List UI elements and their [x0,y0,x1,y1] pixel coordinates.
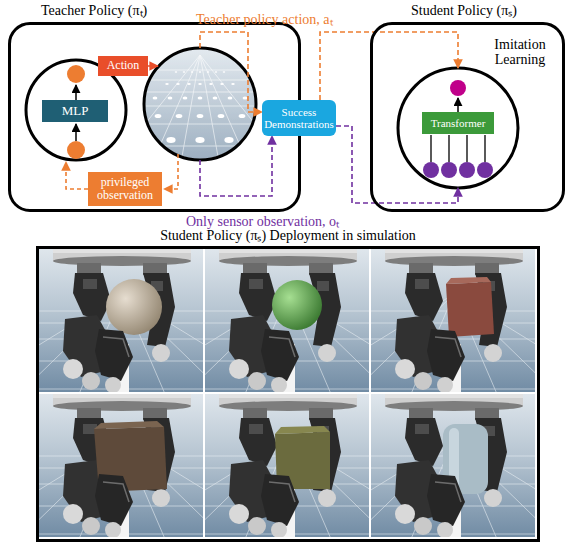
student-policy-box: Student Policy (πₛ)Imitation LearningTra… [370,22,565,212]
teacher-policy-box: Teacher Policy (πₜ)MLPActionprivileged o… [8,22,301,212]
dashed-arrow [200,136,272,196]
section-title: Student Policy (πₛ) Deployment in simula… [39,228,537,243]
signal-label: Teacher policy action, aₜ [196,9,333,28]
box-label: Action [107,59,140,72]
dashed-arrow [336,126,458,203]
demonstrations-box: Success Demonstrations [262,100,336,136]
deployment-frame: Student Policy (πₛ) Deployment in simula… [36,246,540,542]
observation-box: privileged observation [88,172,162,206]
dashed-arrow [200,32,262,112]
action-box: Action [98,56,148,76]
box-heading: Imitation Learning [479,37,561,68]
model-name: Transformer [431,117,486,129]
box-label: Success Demonstrations [262,106,336,130]
mlp-box: MLP [42,100,108,122]
signal-label: Only sensor observation, oₜ [186,211,339,230]
model-name: MLP [62,104,89,118]
box-label: privileged observation [88,176,162,202]
transformer-box: Transformer [422,112,494,134]
section-title: Student Policy (πₛ) [411,3,571,18]
dashed-arrow [320,32,458,100]
